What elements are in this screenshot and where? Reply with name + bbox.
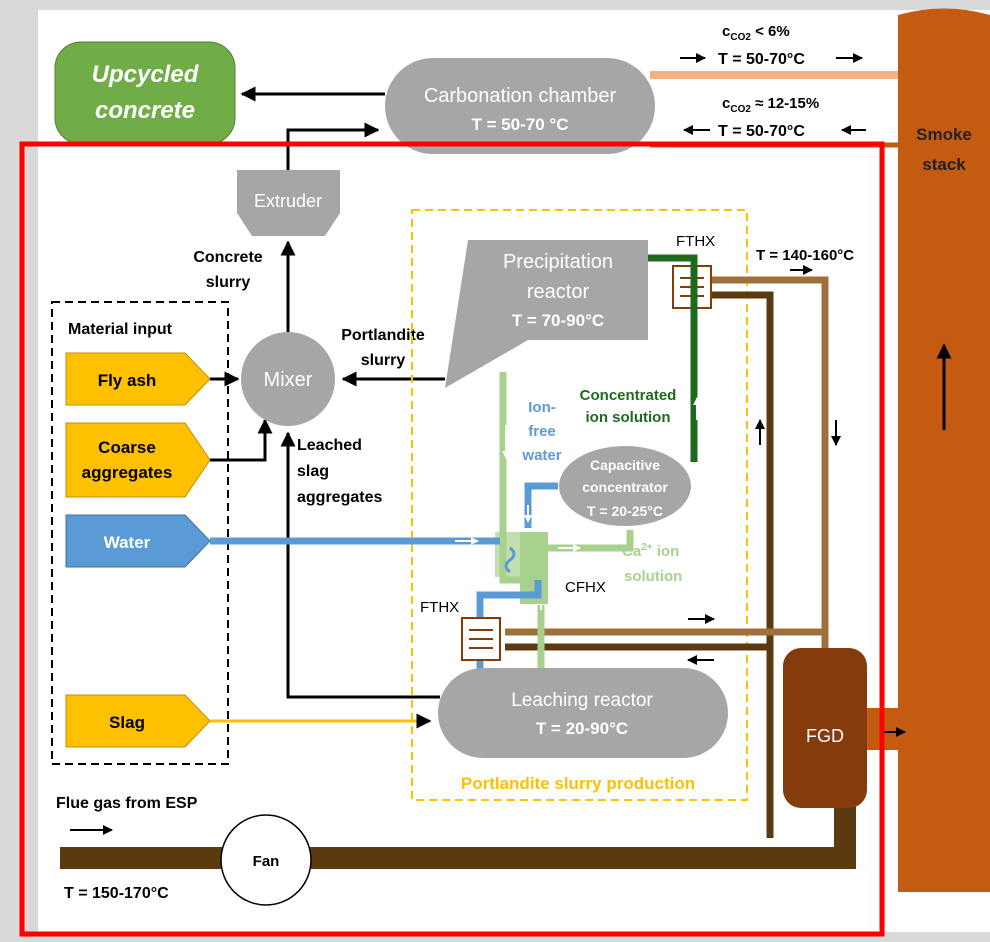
dark-brown-loop xyxy=(698,291,774,838)
concrete-slurry-line1: Concrete xyxy=(193,249,262,266)
fthx-top-label: FTHX xyxy=(676,233,715,250)
slag-label: Slag xyxy=(109,713,145,732)
hot-temp: T = 140-160°C xyxy=(756,247,854,264)
coarse-line2: aggregates xyxy=(82,463,173,482)
leaching-title: Leaching reactor xyxy=(511,690,653,711)
upcycled-line1: Upcycled xyxy=(92,61,200,88)
water-input xyxy=(65,514,211,568)
precipitation-line1: Precipitation xyxy=(503,251,613,273)
portlandite-slurry-line1: Portlandite xyxy=(341,327,425,344)
mid-brown-loop xyxy=(698,276,829,650)
water-label: Water xyxy=(104,533,151,552)
ionfree-line2: free xyxy=(528,423,556,440)
leaching-reactor xyxy=(438,668,728,758)
ionfree-line3: water xyxy=(521,447,561,464)
concentrated-line2: ion solution xyxy=(586,409,671,426)
upcycled-concrete-box xyxy=(54,41,236,145)
outlet-temp: T = 50-70°C xyxy=(718,51,805,68)
stack-line2: stack xyxy=(922,155,966,174)
precipitation-reactor xyxy=(445,240,648,388)
concentrated-ion-line xyxy=(648,254,698,462)
leached-line1: Leached xyxy=(297,437,362,454)
material-input-label: Material input xyxy=(68,321,173,338)
capacitive-line2: concentrator xyxy=(582,479,668,495)
fly-ash-input xyxy=(65,352,211,406)
smoke-stack xyxy=(898,15,990,892)
outlet-conc: cCO2 < 6% xyxy=(722,23,790,43)
precipitation-line2: reactor xyxy=(527,281,590,303)
ca-ion-line2: solution xyxy=(624,568,682,585)
portlandite-production-label: Portlandite slurry production xyxy=(461,774,695,793)
cfhx-coil xyxy=(504,546,516,574)
coarse-line1: Coarse xyxy=(98,438,156,457)
fly-ash-label: Fly ash xyxy=(98,371,157,390)
concrete-slurry-line2: slurry xyxy=(206,274,251,291)
fan-label: Fan xyxy=(253,853,280,870)
capacitive-concentrator xyxy=(559,446,691,526)
carbonation-temp: T = 50-70 °C xyxy=(471,115,568,134)
fgd-label: FGD xyxy=(806,726,844,746)
mixer-label: Mixer xyxy=(264,369,313,391)
extruder-label: Extruder xyxy=(254,191,322,211)
fthx-bottom-label: FTHX xyxy=(420,599,459,616)
carbonation-chamber xyxy=(385,58,655,154)
cfhx-label: CFHX xyxy=(565,579,606,596)
stack-line1: Smoke xyxy=(916,125,972,144)
red-frame xyxy=(19,141,885,937)
extruder xyxy=(237,170,340,236)
capacitive-line1: Capacitive xyxy=(590,457,660,473)
flue-gas-label: Flue gas from ESP xyxy=(56,795,198,812)
flue-gas-duct xyxy=(60,790,856,869)
carbonation-title: Carbonation chamber xyxy=(424,85,617,107)
inlet-temp: T = 50-70°C xyxy=(718,123,805,140)
fan xyxy=(220,814,312,906)
capacitive-temp: T = 20-25°C xyxy=(587,503,663,519)
portlandite-production-box xyxy=(411,209,748,801)
precipitation-temp: T = 70-90°C xyxy=(512,311,604,330)
slag-input xyxy=(65,694,211,748)
fan-temp: T = 150-170°C xyxy=(64,885,169,902)
fthx-bottom xyxy=(461,617,501,661)
leached-line3: aggregates xyxy=(297,489,382,506)
portlandite-slurry-line2: slurry xyxy=(361,352,406,369)
concentrated-line1: Concentrated xyxy=(580,387,677,404)
leached-line2: slag xyxy=(297,463,329,480)
material-input-box xyxy=(51,301,229,765)
fgd-unit xyxy=(783,648,867,808)
upcycled-line2: concrete xyxy=(95,97,195,124)
inlet-conc: cCO2 ≈ 12-15% xyxy=(722,95,819,115)
ca-ion-line1: Ca2+ ion xyxy=(622,542,679,560)
mixer xyxy=(241,332,335,426)
coarse-aggregates-input xyxy=(65,422,211,498)
leaching-temp: T = 20-90°C xyxy=(536,719,628,738)
ionfree-line1: Ion- xyxy=(528,399,556,416)
